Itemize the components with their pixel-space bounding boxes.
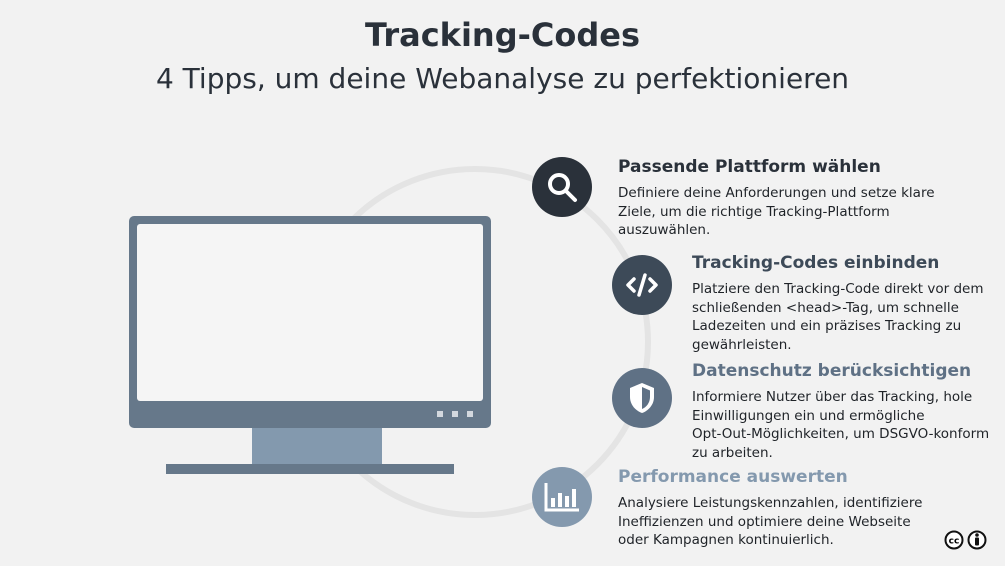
tip-line: oder Kampagnen kontinuierlich. bbox=[618, 532, 834, 548]
tip-line: auszuwählen. bbox=[618, 222, 711, 238]
monitor-stand bbox=[252, 428, 382, 464]
tip-heading: Performance auswerten bbox=[618, 467, 848, 487]
tip-line: gewährleisten. bbox=[692, 336, 792, 353]
page-subtitle: 4 Tipps, um deine Webanalyse zu perfekti… bbox=[155, 62, 850, 95]
tip-line: Ziele, um die richtige Tracking-Plattfor… bbox=[618, 203, 890, 220]
svg-text:cc: cc bbox=[949, 537, 960, 547]
tip-text: Platziere den Tracking-Code direkt vor d… bbox=[692, 280, 984, 354]
tip-text: Definiere deine Anforderungen und setze … bbox=[618, 184, 935, 240]
tip-line: Ladezeiten und ein präzises Tracking zu bbox=[692, 318, 962, 334]
tip-heading: Tracking-Codes einbinden bbox=[692, 253, 940, 273]
tip-line: zu arbeiten. bbox=[692, 444, 773, 461]
monitor-dots bbox=[437, 411, 473, 417]
tip-line: Analysiere Leistungskennzahlen, identifi… bbox=[618, 495, 923, 511]
search-icon bbox=[532, 157, 592, 217]
tip-line: Platziere den Tracking-Code direkt vor d… bbox=[692, 281, 984, 297]
tip-line: Ineffizienzen und optimiere deine Websei… bbox=[618, 513, 911, 530]
monitor-base bbox=[166, 464, 454, 474]
bar-chart-icon bbox=[532, 467, 592, 527]
tip-line: Definiere deine Anforderungen und setze … bbox=[618, 185, 935, 201]
tip-line: Informiere Nutzer über das Tracking, hol… bbox=[692, 389, 973, 405]
tip-line: schließenden <head>-Tag, um schnelle bbox=[692, 299, 959, 316]
page-title: Tracking-Codes bbox=[365, 16, 640, 54]
tip-line: Opt-Out-Möglichkeiten, um DSGVO-konform bbox=[692, 426, 990, 442]
tip-text: Informiere Nutzer über das Tracking, hol… bbox=[692, 388, 989, 462]
tip-line: Einwilligungen ein und ermögliche bbox=[692, 407, 925, 424]
code-icon bbox=[612, 255, 672, 315]
tip-heading: Passende Plattform wählen bbox=[618, 157, 881, 177]
tip-text: Analysiere Leistungskennzahlen, identifi… bbox=[618, 494, 922, 550]
shield-icon bbox=[612, 368, 672, 428]
monitor-screen bbox=[137, 224, 483, 401]
tip-heading: Datenschutz berücksichtigen bbox=[692, 361, 972, 381]
cc-by-license-icon: cc bbox=[944, 530, 988, 554]
